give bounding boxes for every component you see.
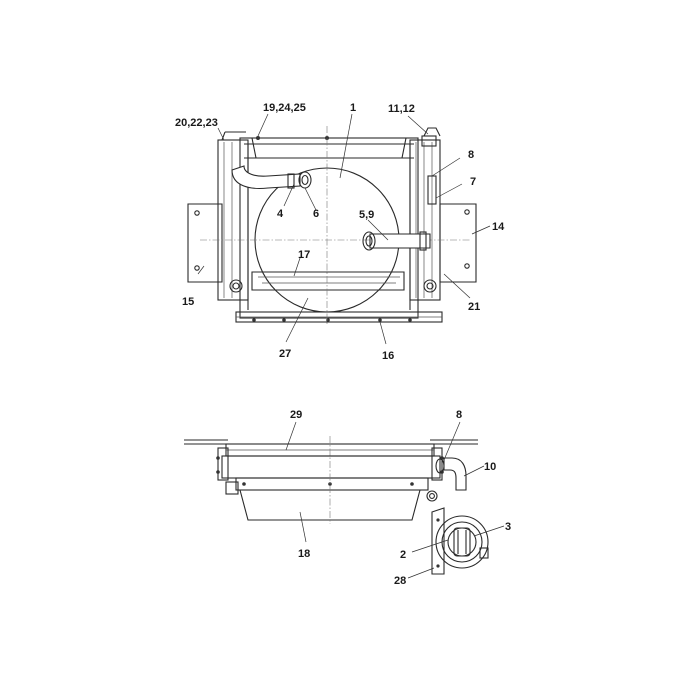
radiator-front-view: [187, 113, 491, 345]
callout-2: 2: [400, 549, 406, 561]
filler-cap: [421, 127, 441, 205]
cap-flange-detail: [431, 507, 489, 575]
right-side-tank: [409, 139, 441, 301]
upper-hose: [231, 165, 312, 190]
top-leader-lines: [197, 113, 491, 345]
callout-labels: 20,22,23 19,24,25 1 11,12 8 7 4 6 5,9 14…: [175, 102, 511, 587]
callout-3: 3: [505, 521, 511, 533]
bottom-stiffener: [251, 271, 405, 291]
callout-10: 10: [484, 461, 496, 473]
callout-19-24-25: 19,24,25: [263, 102, 306, 114]
lower-hose: [362, 231, 431, 251]
callout-28: 28: [394, 575, 406, 587]
callout-17: 17: [298, 249, 310, 261]
callout-1: 1: [350, 102, 356, 114]
callout-27: 27: [279, 348, 291, 360]
callout-14: 14: [492, 221, 505, 233]
callout-20-22-23: 20,22,23: [175, 117, 218, 129]
right-mounting-bracket: [439, 203, 477, 283]
callout-29: 29: [290, 409, 302, 421]
base-plate: [235, 311, 443, 323]
callout-11-12: 11,12: [388, 103, 415, 115]
callout-4: 4: [277, 208, 284, 220]
lower-frame: [225, 477, 438, 502]
callout-5-9: 5,9: [359, 209, 374, 221]
callout-8-top: 8: [468, 149, 474, 161]
callout-8-bottom: 8: [456, 409, 462, 421]
left-mounting-bracket: [187, 203, 223, 283]
callout-18: 18: [298, 548, 310, 560]
bottom-leader-lines: [285, 421, 505, 579]
callout-6: 6: [313, 208, 319, 220]
outlet-elbow: [435, 457, 467, 491]
callout-7: 7: [470, 176, 476, 188]
callout-21: 21: [468, 301, 480, 313]
callout-16: 16: [382, 350, 394, 362]
radiator-core-frame: [239, 137, 419, 319]
callout-15: 15: [182, 296, 194, 308]
radiator-side-view: [184, 421, 505, 579]
